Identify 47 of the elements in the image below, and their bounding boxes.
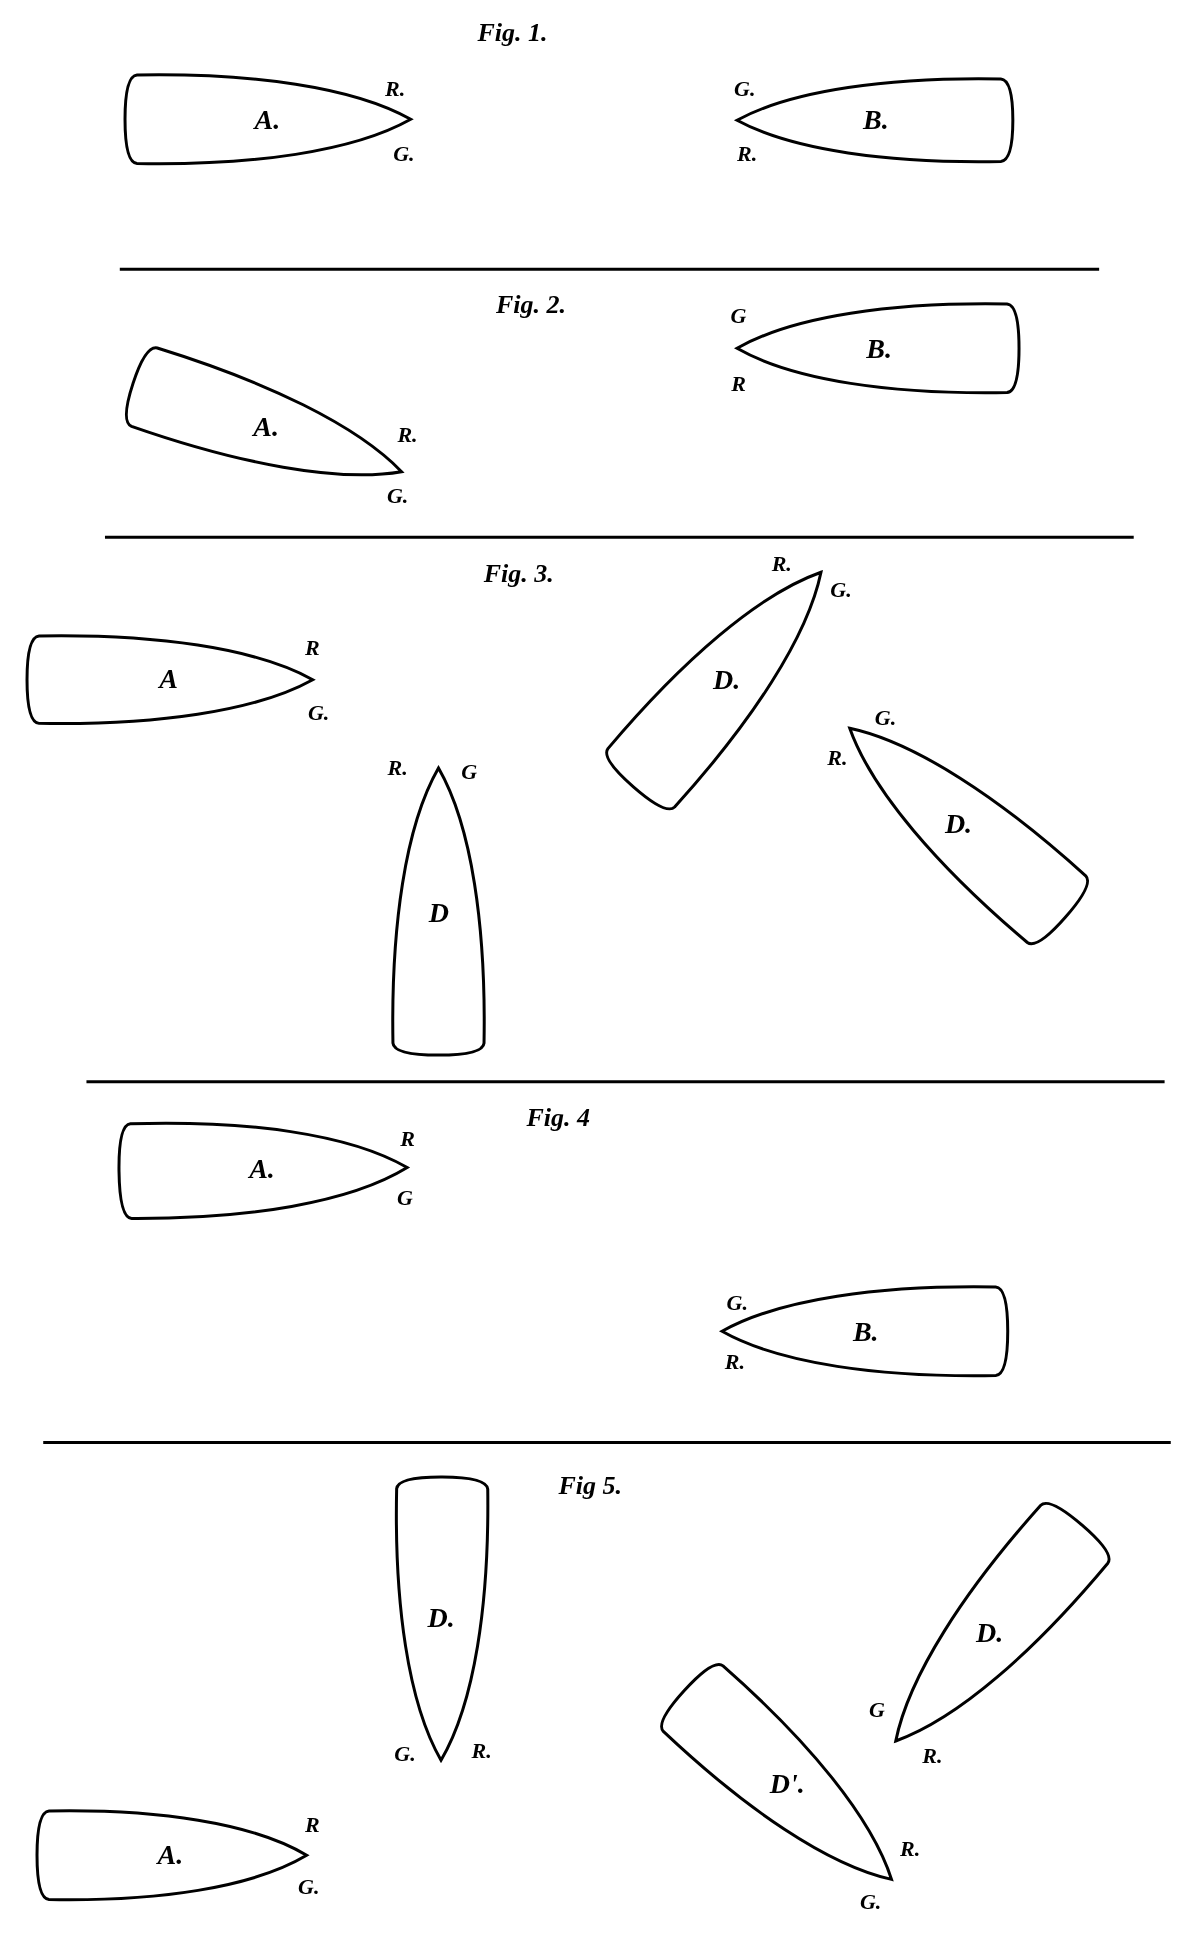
- bow-label: G.: [393, 141, 415, 168]
- bow-label: R.: [471, 1738, 492, 1765]
- bow-label: G.: [386, 483, 409, 510]
- bow-label: R.: [771, 551, 792, 578]
- bow-label: G.: [734, 75, 756, 102]
- boat-letter: A.: [254, 103, 281, 136]
- bow-label: R.: [387, 755, 408, 782]
- figure-title: Fig. 2.: [496, 290, 567, 321]
- bow-label: G.: [307, 699, 330, 726]
- boat-letter: A.: [253, 411, 279, 444]
- bow-label: R.: [922, 1743, 943, 1770]
- boat-letter: B.: [863, 103, 890, 136]
- bow-label: R.: [827, 745, 848, 772]
- boat-letter: A: [159, 663, 178, 696]
- figure-title: Fig. 3.: [483, 559, 554, 590]
- bow-label: G.: [874, 704, 897, 731]
- bow-label: G.: [726, 1289, 748, 1316]
- bow-label: G.: [394, 1740, 416, 1767]
- boat-letter: D'.: [769, 1768, 805, 1801]
- bow-label: G: [461, 758, 478, 785]
- boat-letter: D: [428, 896, 449, 929]
- figure-title: Fig. 1.: [477, 18, 548, 49]
- figure-title: Fig. 4: [526, 1102, 590, 1133]
- figure-title: Fig 5.: [558, 1470, 623, 1501]
- bow-label: R: [305, 635, 320, 662]
- bow-label: G.: [859, 1888, 882, 1915]
- bow-label: R.: [900, 1835, 921, 1862]
- boat-letter: D.: [975, 1616, 1003, 1649]
- boat-letter: A.: [249, 1152, 276, 1185]
- bow-label: G.: [298, 1874, 320, 1901]
- boat-letter: B.: [866, 332, 893, 365]
- boat-letter: D.: [713, 663, 741, 696]
- bow-label: G: [868, 1697, 885, 1724]
- boat-letter: D.: [427, 1601, 456, 1634]
- bow-label: R.: [737, 141, 758, 168]
- bow-label: G: [397, 1184, 413, 1211]
- bow-label: R: [731, 371, 746, 398]
- boat-letter: B.: [853, 1315, 880, 1348]
- bow-label: R.: [397, 421, 418, 448]
- bow-label: R.: [724, 1349, 745, 1376]
- bow-label: G: [730, 303, 747, 330]
- bow-label: R: [305, 1812, 320, 1839]
- bow-label: R: [400, 1125, 415, 1152]
- bow-label: G.: [830, 577, 852, 604]
- bow-label: R.: [385, 75, 406, 102]
- boat-letter: D.: [944, 807, 972, 840]
- boat-letter: A.: [157, 1838, 184, 1871]
